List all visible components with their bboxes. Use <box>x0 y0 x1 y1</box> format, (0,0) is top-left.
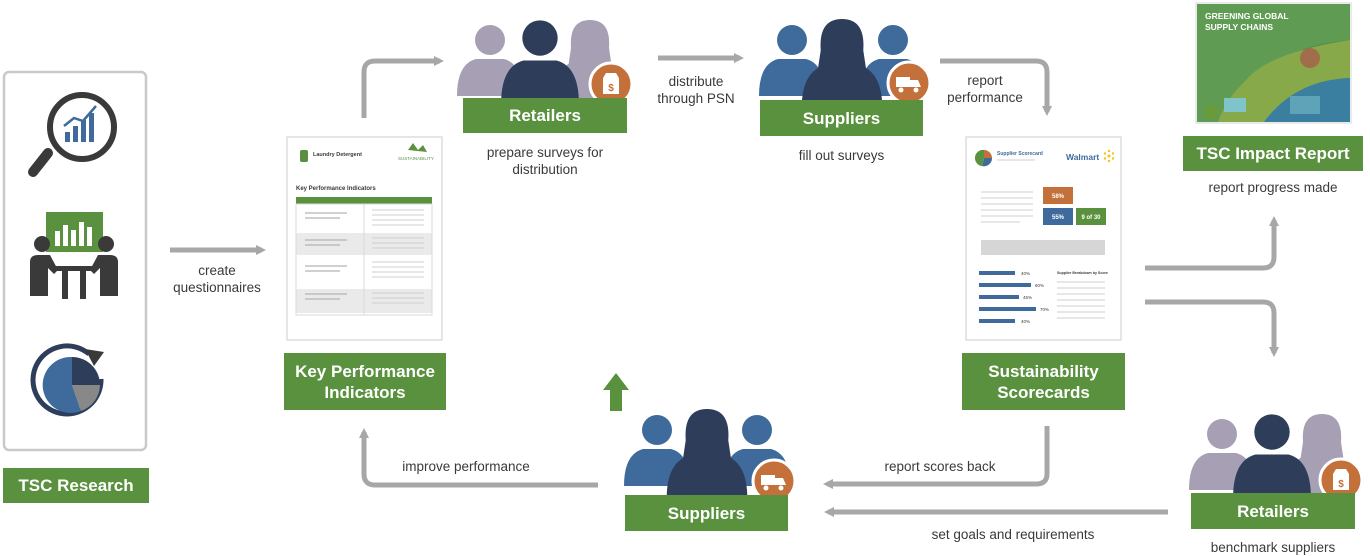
pie-chart-icon <box>30 343 104 417</box>
suppliers-bottom-label: Suppliers <box>625 495 788 531</box>
suppliers-top-label: Suppliers <box>760 100 923 136</box>
arrow-to-impact <box>1145 216 1279 271</box>
walmart-spark-icon <box>1103 149 1115 163</box>
kpi-label: Key Performance Indicators <box>284 353 446 410</box>
suppliers-top-people-icon <box>759 18 932 109</box>
svg-text:$: $ <box>608 83 614 94</box>
scorecard-value-b: 55% <box>1052 215 1065 221</box>
scorecard-bar-label: 70% <box>1040 307 1049 312</box>
scorecard-bar-label: 40% <box>1021 319 1030 324</box>
scorecard-bar-label: 45% <box>1023 295 1032 300</box>
retailers-top-caption: prepare surveys for distribution <box>486 145 604 177</box>
kpi-doc-title: Laundry Detergent <box>313 152 362 158</box>
svg-text:$: $ <box>1338 479 1344 490</box>
scorecard-doc-title: Supplier Scorecard <box>997 151 1043 157</box>
scorecard-bar-label: 40% <box>1021 271 1030 276</box>
scorecard-document <box>965 136 1122 341</box>
scorecards-label: Sustainability Scorecards <box>962 353 1125 410</box>
tsc-research-label: TSC Research <box>3 468 149 503</box>
impact-report-caption: report progress made <box>1208 180 1338 195</box>
flow-distribute-label: distribute through PSN <box>657 74 735 106</box>
flow-create-label: create questionnaires <box>173 263 261 295</box>
kpi-doc-section: Key Performance Indicators <box>296 186 376 192</box>
arrow-report-scores <box>823 426 1050 489</box>
impact-report-label: TSC Impact Report <box>1183 136 1363 171</box>
impact-cover-title-1: GREENING GLOBAL <box>1205 11 1289 21</box>
flow-report-scores-label: report scores back <box>884 459 996 474</box>
flow-improve-label: improve performance <box>402 459 530 474</box>
retailers-bottom-label: Retailers <box>1191 493 1355 529</box>
suppliers-bottom-people-icon <box>624 408 797 504</box>
retailers-top-people-icon: $ <box>457 20 634 107</box>
kpi-document <box>286 136 443 341</box>
green-up-arrow <box>603 373 629 411</box>
scorecard-doc-brand: Walmart <box>1066 152 1099 162</box>
impact-cover-title-2: SUPPLY CHAINS <box>1205 22 1273 32</box>
flow-set-goals-label: set goals and requirements <box>931 527 1095 542</box>
arrow-to-retailers <box>361 56 444 118</box>
retailers-top-label: Retailers <box>463 98 627 133</box>
impact-report-cover <box>1195 2 1352 124</box>
suppliers-top-caption: fill out surveys <box>798 148 885 163</box>
retailers-bottom-people-icon: $ <box>1189 414 1364 503</box>
arrow-report-performance <box>940 58 1052 116</box>
scorecard-value-c: 9 of 30 <box>1081 215 1101 221</box>
flow-report-performance-label: report performance <box>947 73 1023 105</box>
scorecard-value-a: 58% <box>1052 194 1065 200</box>
magnifier-chart-icon <box>28 92 117 177</box>
arrow-improve <box>359 428 598 488</box>
arrow-to-retailers-bottom <box>1145 299 1279 357</box>
scorecard-bars-title: Supplier Breakdown by Score <box>1057 271 1108 275</box>
meeting-icon <box>30 212 118 299</box>
kpi-doc-logo: SUSTAINABILITY <box>398 156 434 161</box>
scorecard-bar-label: 60% <box>1035 283 1044 288</box>
retailers-bottom-caption: benchmark suppliers <box>1210 540 1336 555</box>
